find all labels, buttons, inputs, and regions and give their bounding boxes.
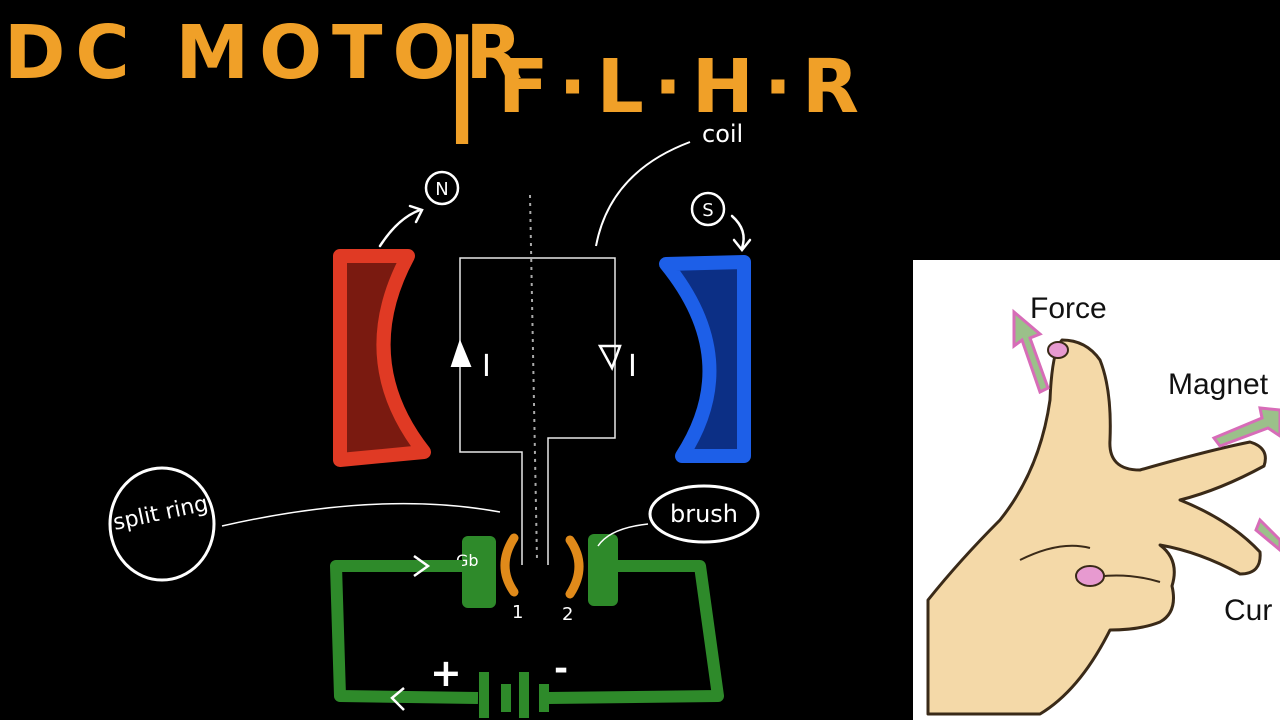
brush-left (462, 536, 496, 608)
split-ring-label-bubble (108, 466, 216, 582)
coil-loop (459, 257, 616, 565)
coil-pointer (595, 141, 691, 247)
current-arrow-up-left (450, 339, 472, 367)
thumb-nail (1047, 341, 1069, 359)
split-ring-pointer (221, 502, 501, 527)
circuit-arrow-bottom (390, 687, 405, 711)
force-arrow (1012, 308, 1050, 395)
rotation-axis (529, 194, 538, 561)
terminal-2-label: 2 (562, 604, 573, 625)
north-magnet (333, 249, 431, 467)
circuit-wire (330, 560, 724, 704)
circuit-arrow-top (413, 554, 431, 578)
battery-minus: - (554, 649, 568, 689)
title-flhr: F·L·H·R (498, 44, 869, 130)
brush-label-bubble (648, 484, 760, 544)
north-label-circle (424, 170, 460, 206)
split-ring-label: split ring (111, 491, 210, 535)
south-label: S (702, 200, 713, 221)
current-label-inset: Cur (1224, 594, 1272, 627)
brush-right (588, 534, 618, 606)
south-label-circle (690, 191, 726, 227)
south-magnet (659, 255, 751, 463)
terminal-1-label: 1 (512, 602, 523, 623)
current-label-left: I (482, 349, 491, 384)
brush-pointer (597, 523, 649, 547)
split-ring-right (565, 535, 584, 599)
south-arrow (730, 214, 752, 253)
current-label-right: I (628, 349, 637, 384)
flhr-inset: Force Magnet Cur (913, 260, 1280, 720)
battery-plus: + (430, 651, 462, 695)
finger-nail (1075, 565, 1105, 587)
current-arrow-down-right (597, 344, 622, 372)
brush-label: brush (670, 500, 738, 528)
split-ring-left (500, 533, 519, 597)
coil-label: coil (702, 120, 743, 148)
north-arrow (378, 204, 424, 248)
force-label: Force (1030, 292, 1107, 325)
current-arrow-inset (1254, 517, 1280, 552)
magnetic-label: Magnet (1168, 368, 1269, 401)
hand-illustration (926, 338, 1267, 716)
title-dc-motor: DC MOTOR (4, 10, 532, 96)
north-label: N (435, 179, 448, 200)
magnetic-field-arrow (1211, 406, 1280, 448)
title-separator: | (442, 16, 492, 145)
